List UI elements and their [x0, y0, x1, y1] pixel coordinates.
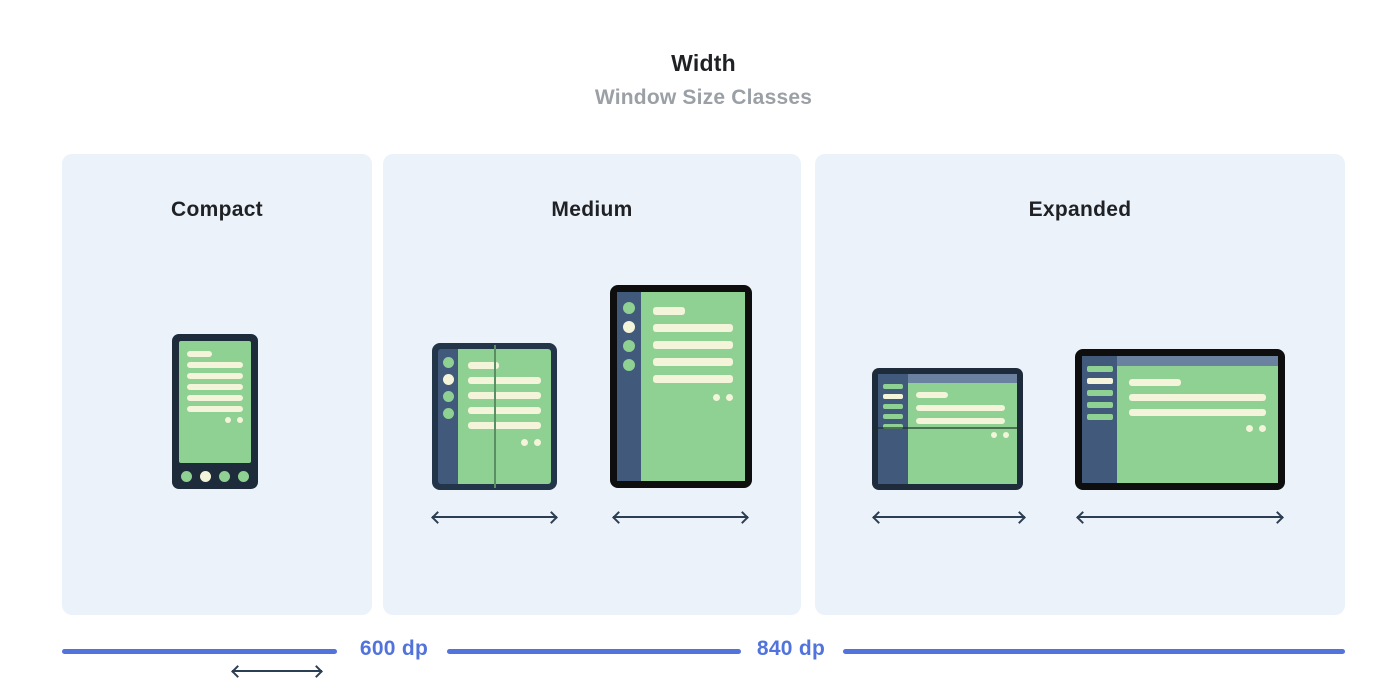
device-screen [641, 292, 745, 481]
phone-portrait-illustration [172, 334, 258, 489]
app-bar [908, 374, 1017, 383]
breakpoint-line-segment [447, 649, 741, 654]
tablet-landscape-illustration [1075, 349, 1285, 490]
nav-dot [219, 470, 230, 482]
content-line [468, 362, 499, 369]
rail-item [442, 357, 454, 368]
pagination-dots [1129, 425, 1266, 432]
dot [1259, 425, 1266, 432]
page-title: Width [671, 50, 736, 76]
content-line [653, 307, 685, 315]
rail-item [883, 424, 903, 429]
device-screen [458, 349, 551, 484]
content-line [187, 373, 243, 379]
content-line [1129, 379, 1182, 386]
app-bar [1117, 356, 1278, 366]
screen-content [1117, 366, 1278, 483]
content-line [1129, 409, 1266, 416]
screen-content [908, 383, 1017, 484]
dot [1003, 432, 1009, 438]
nav-dot [181, 470, 192, 482]
content-line [653, 375, 733, 383]
content-line [916, 418, 1006, 424]
phone-nav-bar [179, 463, 251, 489]
pagination-dots [916, 432, 1009, 438]
pagination-dots [468, 439, 541, 446]
size-class-panel-expanded: Expanded [815, 154, 1345, 615]
dot [534, 439, 541, 446]
panel-label-compact: Compact [171, 198, 263, 221]
phone-screen [179, 341, 251, 463]
width-arrow-tablet [613, 516, 748, 518]
content-line [187, 351, 212, 357]
panel-label-expanded: Expanded [1028, 198, 1132, 221]
rail-item [883, 404, 903, 409]
dot [713, 394, 720, 401]
width-arrow-foldable [432, 516, 557, 518]
content-line [653, 358, 733, 366]
content-line [916, 405, 1006, 411]
nav-rail [438, 349, 458, 484]
foldable-portrait-illustration [432, 343, 557, 490]
rail-item [1086, 402, 1113, 408]
content-line [653, 341, 733, 349]
width-arrow-tablet [1077, 516, 1283, 518]
rail-item [1086, 366, 1113, 372]
nav-rail [1082, 356, 1117, 483]
fold-crease [493, 345, 496, 488]
content-line [468, 422, 541, 429]
content-line [187, 362, 243, 368]
nav-dot [200, 470, 211, 482]
width-arrow-compact [232, 670, 322, 672]
rail-item [883, 384, 903, 389]
rail-item [623, 359, 635, 371]
dot [1246, 425, 1253, 432]
content-line [187, 406, 243, 412]
foldable-landscape-illustration [872, 368, 1023, 490]
content-line [187, 384, 243, 390]
dot [225, 417, 231, 423]
content-line [468, 392, 541, 399]
content-line [187, 395, 243, 401]
fold-crease [874, 426, 1021, 429]
dot [726, 394, 733, 401]
size-class-panel-compact: Compact [62, 154, 372, 672]
rail-item [883, 414, 903, 419]
width-arrow-foldable [873, 516, 1025, 518]
content-line [1129, 394, 1266, 401]
rail-item [442, 374, 454, 385]
content-line [653, 324, 733, 332]
size-class-panel-medium: Medium [383, 154, 801, 615]
device-screen [908, 374, 1017, 484]
nav-dot [238, 470, 249, 482]
pagination-dots [187, 417, 243, 423]
rail-item [1086, 414, 1113, 420]
content-line [468, 377, 541, 384]
breakpoint-line-segment [62, 649, 337, 654]
device-screen [1117, 356, 1278, 483]
nav-rail [878, 374, 908, 484]
pagination-dots [653, 394, 733, 401]
page-subtitle: Window Size Classes [594, 86, 813, 109]
rail-item [883, 394, 903, 399]
tablet-portrait-illustration [610, 285, 752, 488]
content-line [916, 392, 948, 398]
nav-rail [617, 292, 641, 481]
breakpoint-label-600dp: 600 dp [359, 637, 429, 660]
dot [237, 417, 243, 423]
panel-label-medium: Medium [551, 198, 633, 221]
rail-item [623, 321, 635, 333]
rail-item [1086, 390, 1113, 396]
dot [521, 439, 528, 446]
content-line [468, 407, 541, 414]
dot [991, 432, 997, 438]
rail-item [623, 340, 635, 352]
breakpoint-label-840dp: 840 dp [756, 637, 826, 660]
rail-item [1086, 378, 1113, 384]
rail-item [442, 391, 454, 402]
rail-item [442, 408, 454, 419]
rail-item [623, 302, 635, 314]
breakpoint-line-segment [843, 649, 1345, 654]
